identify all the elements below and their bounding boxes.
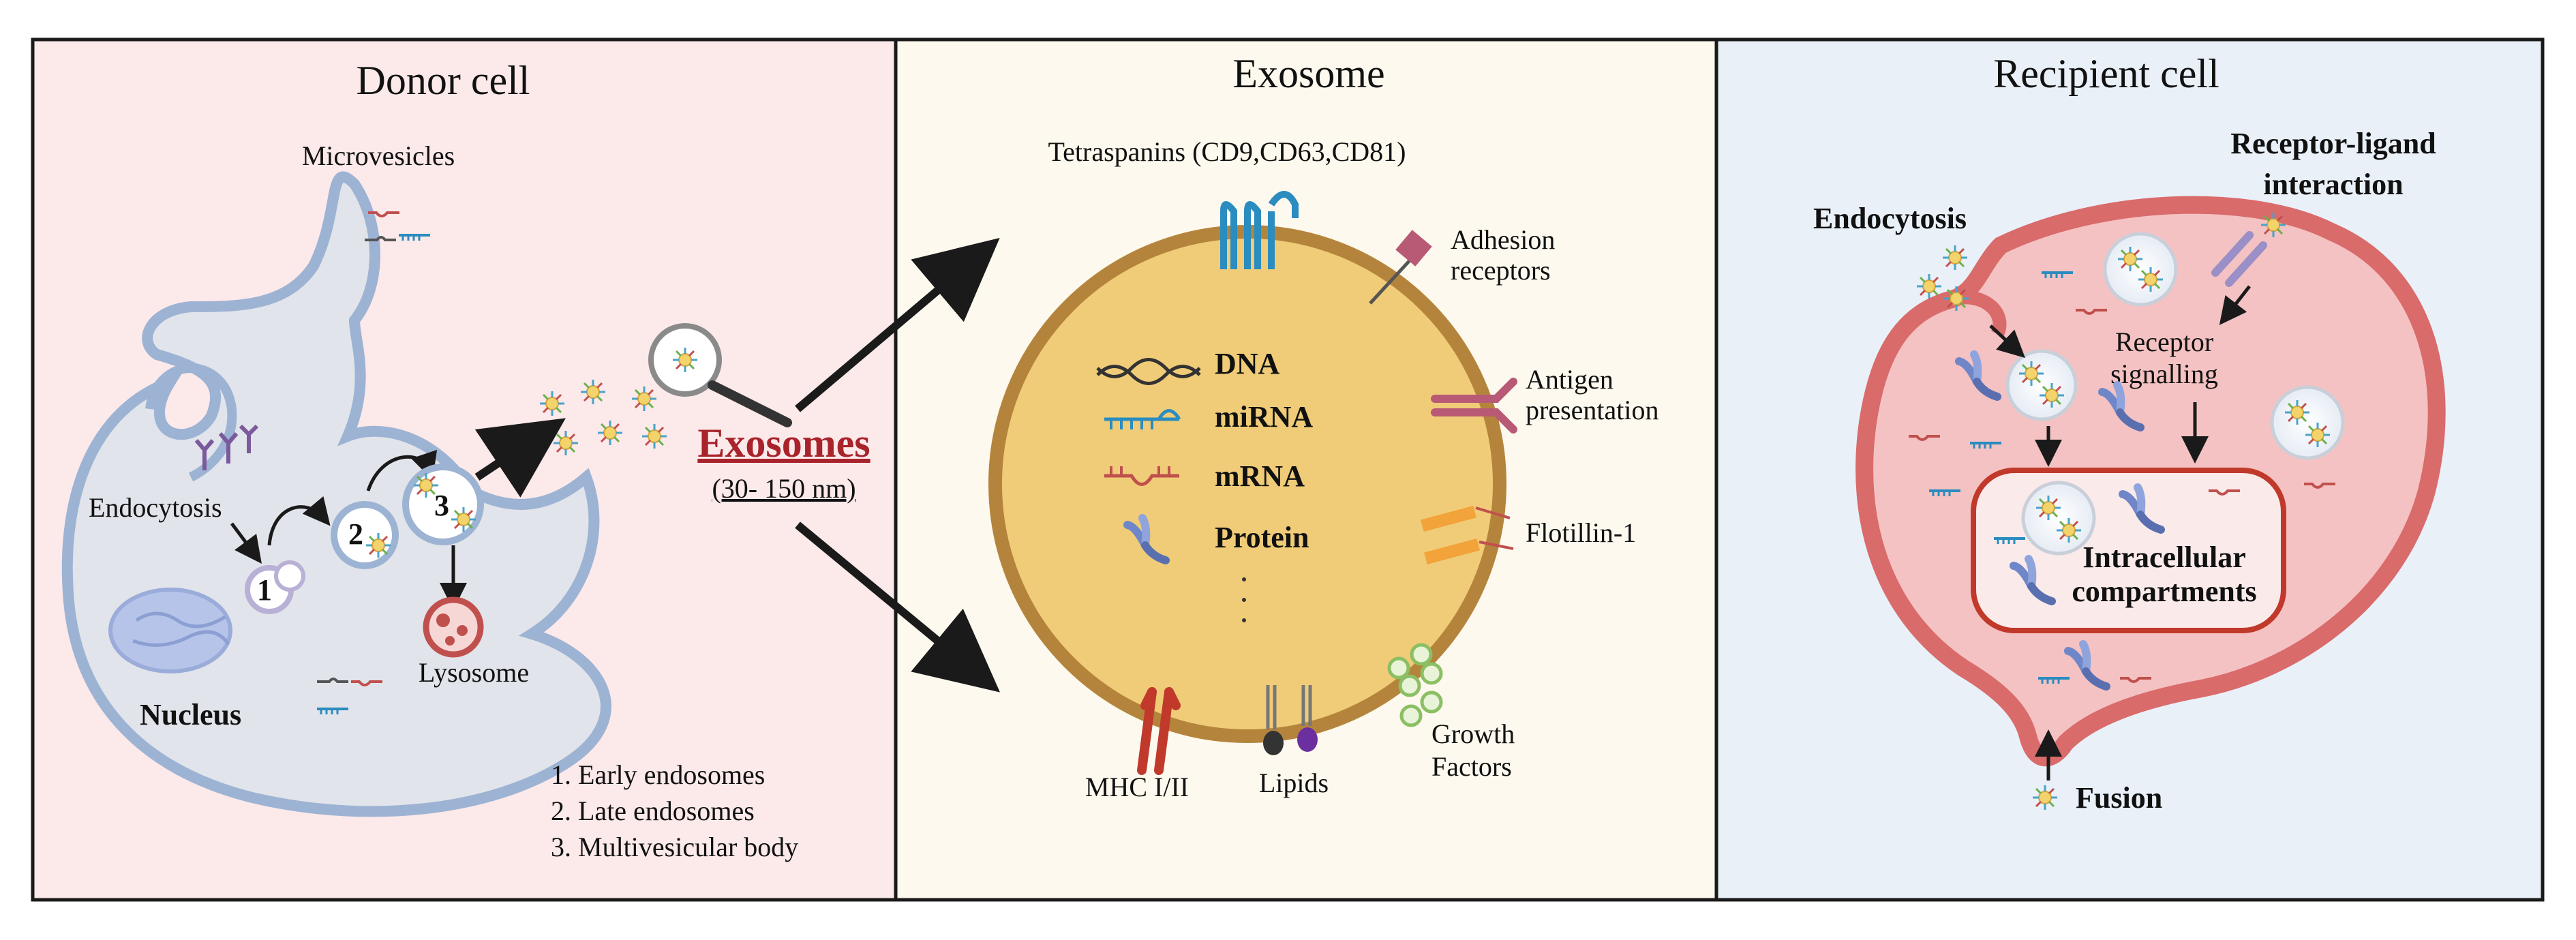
cargo-mrna: mRNA (1215, 459, 1305, 493)
exosomes-size: (30- 150 nm) (712, 473, 855, 504)
donor-invagination (145, 363, 237, 482)
svg-text:1: 1 (257, 573, 272, 607)
legend-early-endosomes: 1. Early endosomes (551, 759, 765, 790)
nucleus (108, 588, 232, 673)
nucleus-label: Nucleus (140, 698, 241, 731)
lysosome-label: Lysosome (419, 657, 529, 688)
tetraspanin-icon (1220, 191, 1299, 269)
mrna-icon (1104, 466, 1179, 486)
legend-late-endosomes: 2. Late endosomes (551, 795, 755, 826)
svg-text:2: 2 (348, 517, 363, 551)
antigen-label-1: Antigen (1526, 364, 1613, 395)
fusion-label: Fusion (2076, 781, 2162, 815)
antigen-presentation-icon (1431, 378, 1517, 434)
early-endosome: 1 (245, 560, 305, 614)
fusion-exosome (2031, 784, 2059, 811)
cargo-mirna: miRNA (1215, 400, 1313, 434)
intracellular-label-1: Intracellular (2082, 541, 2246, 574)
growth-label-1: Growth (1431, 718, 1515, 749)
growth-factor-icon (1387, 643, 1443, 727)
endocytosis-label: Endocytosis (89, 492, 222, 523)
dna-icon (1096, 358, 1201, 385)
exosome-title: Exosome (1232, 51, 1384, 96)
late-endosome: 2 (331, 501, 399, 569)
lipids-label: Lipids (1259, 768, 1329, 798)
secretion-arrow (474, 418, 566, 498)
tetraspanins-label: Tetraspanins (CD9,CD63,CD81) (1048, 136, 1406, 167)
surface-receptors (194, 424, 259, 470)
receptor-signalling-label-1: Receptor (2115, 327, 2213, 357)
adhesion-receptor-icon (1369, 230, 1432, 305)
receptor-signalling-label-2: signalling (2110, 359, 2218, 389)
cargo-protein: Protein (1215, 521, 1309, 554)
recipient-vesicles (2005, 232, 2345, 556)
growth-label-2: Factors (1431, 751, 1512, 782)
recipient-title: Recipient cell (1993, 51, 2219, 96)
mhc-icon (1137, 687, 1181, 775)
recipient-endocytosis-label: Endocytosis (1813, 202, 1967, 235)
flotillin-icon (1421, 505, 1514, 565)
receptor-ligand-label-1: Receptor-ligand (2230, 127, 2436, 160)
lipids-icon (1263, 685, 1318, 755)
intracellular-label-2: compartments (2072, 575, 2256, 608)
lysosome (423, 596, 484, 658)
cargo-dna: DNA (1215, 347, 1280, 380)
receptor-ligand-icon (2211, 211, 2287, 287)
mhc-label: MHC I/II (1085, 772, 1189, 802)
svg-text:3: 3 (434, 489, 449, 522)
legend-mvb: 3. Multivesicular body (551, 832, 798, 862)
flotillin-label: Flotillin-1 (1526, 517, 1636, 548)
exosomes-label: Exosomes (697, 421, 870, 466)
cargo-ellipsis (1242, 577, 1246, 622)
microvesicles-label: Microvesicles (302, 140, 455, 171)
mirna-icon (1104, 409, 1181, 429)
magnifier-icon (648, 323, 792, 427)
arrow-to-exosome-upper (795, 237, 1000, 412)
receptor-ligand-label-2: interaction (2263, 168, 2403, 201)
arrow-to-exosome-lower (795, 521, 1000, 693)
donor-title: Donor cell (357, 58, 530, 103)
antigen-label-2: presentation (1526, 395, 1659, 425)
adhesion-label-1: Adhesion (1451, 224, 1555, 255)
multivesicular-body: 3 (402, 464, 484, 545)
adhesion-label-2: receptors (1451, 255, 1551, 286)
